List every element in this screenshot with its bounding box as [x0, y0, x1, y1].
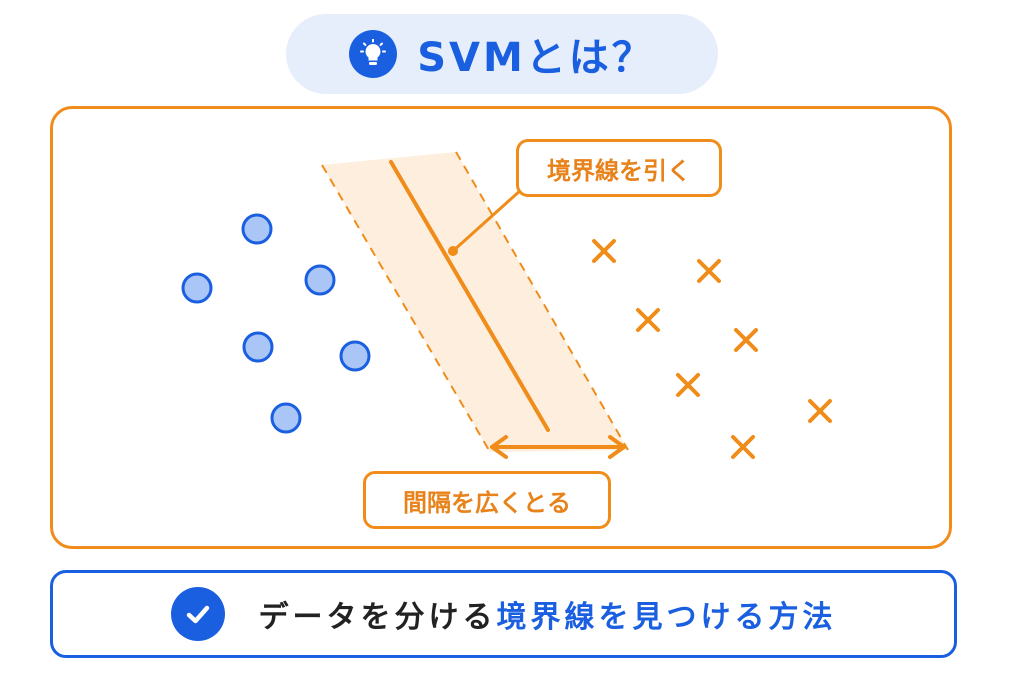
callout-leader: [451, 187, 524, 253]
class-a-points: [181, 213, 371, 434]
class-a-point-6: [270, 402, 302, 434]
class-a-point-5: [339, 340, 371, 372]
summary-text: データを分ける境界線を見つける方法: [259, 592, 837, 636]
margin-callout: 間隔を広くとる: [363, 471, 611, 529]
summary-box: データを分ける境界線を見つける方法: [50, 570, 957, 658]
class-b-point-6: [808, 399, 832, 423]
class-a-point-3: [304, 264, 336, 296]
class-a-point-2: [181, 272, 213, 304]
boundary-label: 境界線を引く: [547, 156, 691, 185]
class-b-point-7: [731, 435, 755, 459]
margin-arrow: [490, 435, 626, 459]
callout-anchor-dot: [448, 246, 458, 256]
class-b-point-1: [592, 239, 616, 263]
summary-prefix: データを分ける: [258, 600, 497, 635]
class-b-point-4: [734, 328, 758, 352]
check-icon: [170, 587, 225, 641]
class-a-point-1: [241, 213, 273, 245]
lightbulb-icon: [349, 30, 398, 78]
class-a-point-4: [242, 331, 274, 363]
class-b-points: [592, 239, 832, 459]
title-banner: SVMとは？: [286, 14, 718, 94]
boundary-callout: 境界線を引く: [516, 139, 722, 197]
class-b-point-3: [636, 308, 660, 332]
margin-label: 間隔を広くとる: [403, 488, 571, 517]
margin-edge-left: [321, 164, 491, 453]
decision-boundary: [389, 160, 550, 432]
class-b-point-5: [676, 373, 700, 397]
summary-highlight: 境界線を見つける方法: [496, 600, 837, 635]
class-b-point-2: [697, 259, 721, 283]
page-title: SVMとは？: [417, 35, 655, 81]
